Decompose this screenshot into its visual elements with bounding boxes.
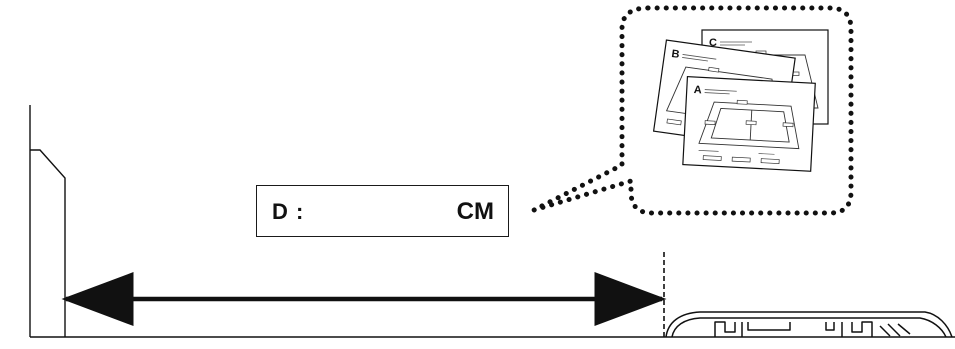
distance-label: D : [272, 199, 305, 224]
plan-sheet-a: A [682, 76, 816, 172]
left-wall [29, 105, 66, 337]
sheet-a-letter: A [693, 84, 702, 96]
sheet-c-letter: C [709, 37, 717, 49]
distance-input-box[interactable]: D : CM [256, 185, 509, 237]
callout-bubble [532, 5, 854, 216]
sheet-b-letter: B [671, 48, 681, 61]
floor-profile [665, 311, 953, 338]
distance-unit: CM [456, 198, 494, 225]
